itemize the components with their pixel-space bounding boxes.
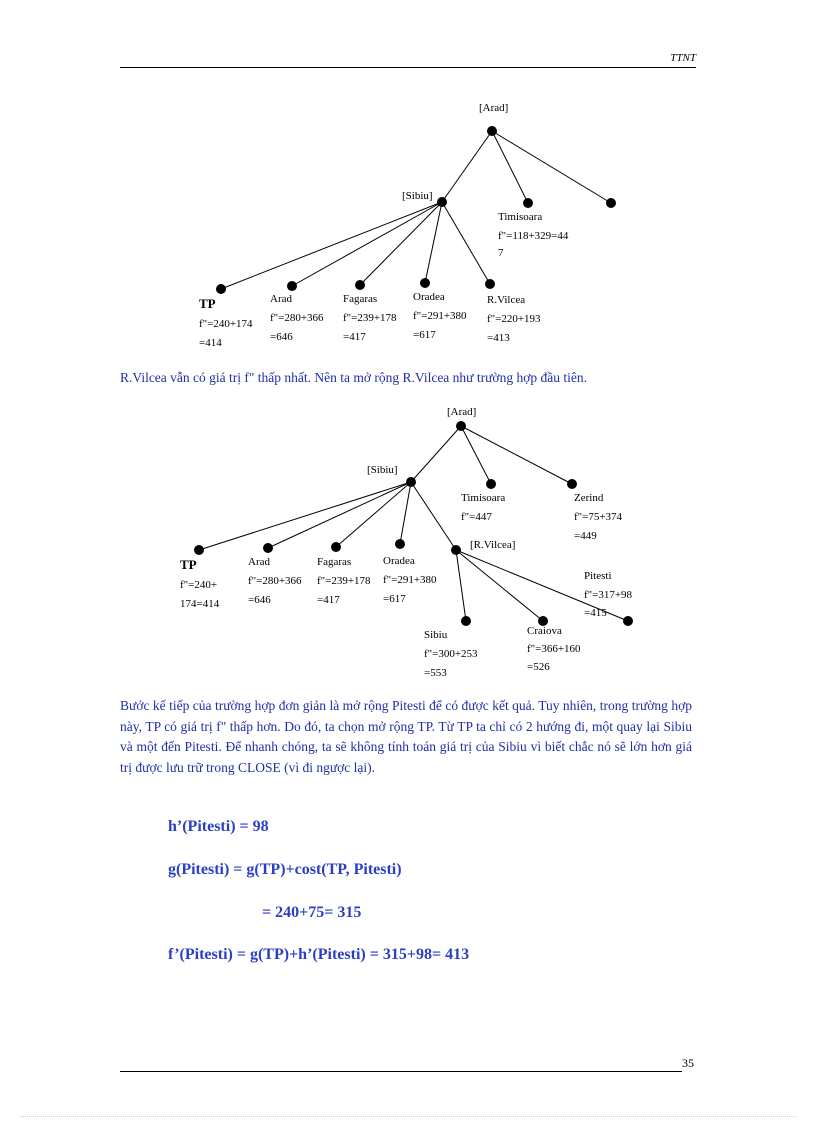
search-tree-2: [Arad] [Sibiu] Timisoara f"=447 Zerind f… — [180, 406, 633, 679]
value-tp-2: 174=414 — [180, 598, 220, 610]
node-oradea — [395, 539, 405, 549]
label-sibiu: [Sibiu] — [367, 464, 398, 476]
label-arad: Arad — [248, 556, 270, 568]
formula-f-pitesti: f’(Pitesti) = g(TP)+h’(Pitesti) = 315+98… — [168, 946, 470, 963]
node-fagaras — [355, 280, 365, 290]
value-zerind-1: f"=75+374 — [574, 511, 623, 523]
value-oradea-1: f"=291+380 — [413, 310, 467, 322]
node-arad — [287, 281, 297, 291]
label-timisoara: Timisoara — [498, 211, 542, 223]
node-sibiu — [406, 477, 416, 487]
value-rvilcea-2: =413 — [487, 332, 510, 344]
value-oradea-2: =617 — [383, 593, 406, 605]
value-arad-2: =646 — [248, 594, 271, 606]
node-sibiu — [437, 197, 447, 207]
value-rvilcea-1: f"=220+193 — [487, 313, 541, 325]
node-timisoara — [523, 198, 533, 208]
formula-h-pitesti: h’(Pitesti) = 98 — [168, 818, 269, 835]
value-arad-1: f"=280+366 — [248, 575, 302, 587]
value-zerind-2: =449 — [574, 530, 597, 542]
value-tp-1: f"=240+174 — [199, 318, 253, 330]
node-sibiu-child — [461, 616, 471, 626]
header-title: TTNT — [670, 52, 696, 64]
value-sibiu-child-1: f"=300+253 — [424, 648, 478, 660]
value-oradea-2: =617 — [413, 329, 436, 341]
label-zerind: Zerind — [574, 492, 604, 504]
node-rvilcea — [451, 545, 461, 555]
node-pitesti — [623, 616, 633, 626]
node-unlabeled — [606, 198, 616, 208]
value-arad-1: f"=280+366 — [270, 312, 324, 324]
label-rvilcea: R.Vilcea — [487, 294, 525, 306]
paragraph-1: R.Vilcea vẫn có giá trị f" thấp nhất. Nê… — [120, 370, 587, 385]
search-tree-1: [Arad] [Sibiu] Timisoara f"=118+329=44 7… — [199, 102, 616, 349]
label-timisoara: Timisoara — [461, 492, 505, 504]
page-number: 35 — [682, 1056, 694, 1070]
node-arad-root — [487, 126, 497, 136]
node-arad — [263, 543, 273, 553]
value-tp-1: f"=240+ — [180, 579, 217, 591]
label-oradea: Oradea — [383, 555, 415, 567]
value-pitesti-1: f"=317+98 — [584, 589, 633, 601]
node-craiova — [538, 616, 548, 626]
value-oradea-1: f"=291+380 — [383, 574, 437, 586]
value-fagaras-1: f"=239+178 — [317, 575, 371, 587]
node-fagaras — [331, 542, 341, 552]
formula-g-pitesti: g(Pitesti) = g(TP)+cost(TP, Pitesti) — [168, 861, 402, 878]
node-arad-root — [456, 421, 466, 431]
label-craiova: Craiova — [527, 625, 562, 637]
formula-g-value: = 240+75= 315 — [262, 904, 362, 921]
header-rule — [120, 67, 696, 68]
value-fagaras-2: =417 — [343, 331, 366, 343]
node-rvilcea — [485, 279, 495, 289]
page-edge-dots — [20, 1116, 796, 1117]
node-tp — [216, 284, 226, 294]
node-oradea — [420, 278, 430, 288]
value-fagaras-1: f"=239+178 — [343, 312, 397, 324]
label-oradea: Oradea — [413, 291, 445, 303]
value-tp-2: =414 — [199, 337, 222, 349]
label-pitesti: Pitesti — [584, 570, 612, 582]
node-zerind — [567, 479, 577, 489]
paragraph-2: Bước kế tiếp của trường hợp đơn giản là … — [120, 698, 692, 775]
value-timisoara-2: 7 — [498, 247, 504, 259]
value-craiova-1: f"=366+160 — [527, 643, 581, 655]
value-timisoara-1: f"=447 — [461, 511, 492, 523]
node-tp — [194, 545, 204, 555]
label-arad-root: [Arad] — [447, 406, 476, 418]
label-arad-root: [Arad] — [479, 102, 508, 114]
value-sibiu-child-2: =553 — [424, 667, 447, 679]
footer-rule — [120, 1071, 682, 1072]
label-fagaras: Fagaras — [317, 556, 351, 568]
label-sibiu: [Sibiu] — [402, 190, 433, 202]
value-craiova-2: =526 — [527, 661, 550, 673]
label-sibiu-child: Sibiu — [424, 629, 448, 641]
label-fagaras: Fagaras — [343, 293, 377, 305]
value-arad-2: =646 — [270, 331, 293, 343]
label-rvilcea: [R.Vilcea] — [470, 539, 515, 551]
value-pitesti-2: =415 — [584, 607, 607, 619]
label-tp: TP — [199, 296, 216, 311]
node-timisoara — [486, 479, 496, 489]
value-fagaras-2: =417 — [317, 594, 340, 606]
value-timisoara-1: f"=118+329=44 — [498, 230, 569, 242]
label-arad: Arad — [270, 293, 292, 305]
label-tp: TP — [180, 557, 197, 572]
